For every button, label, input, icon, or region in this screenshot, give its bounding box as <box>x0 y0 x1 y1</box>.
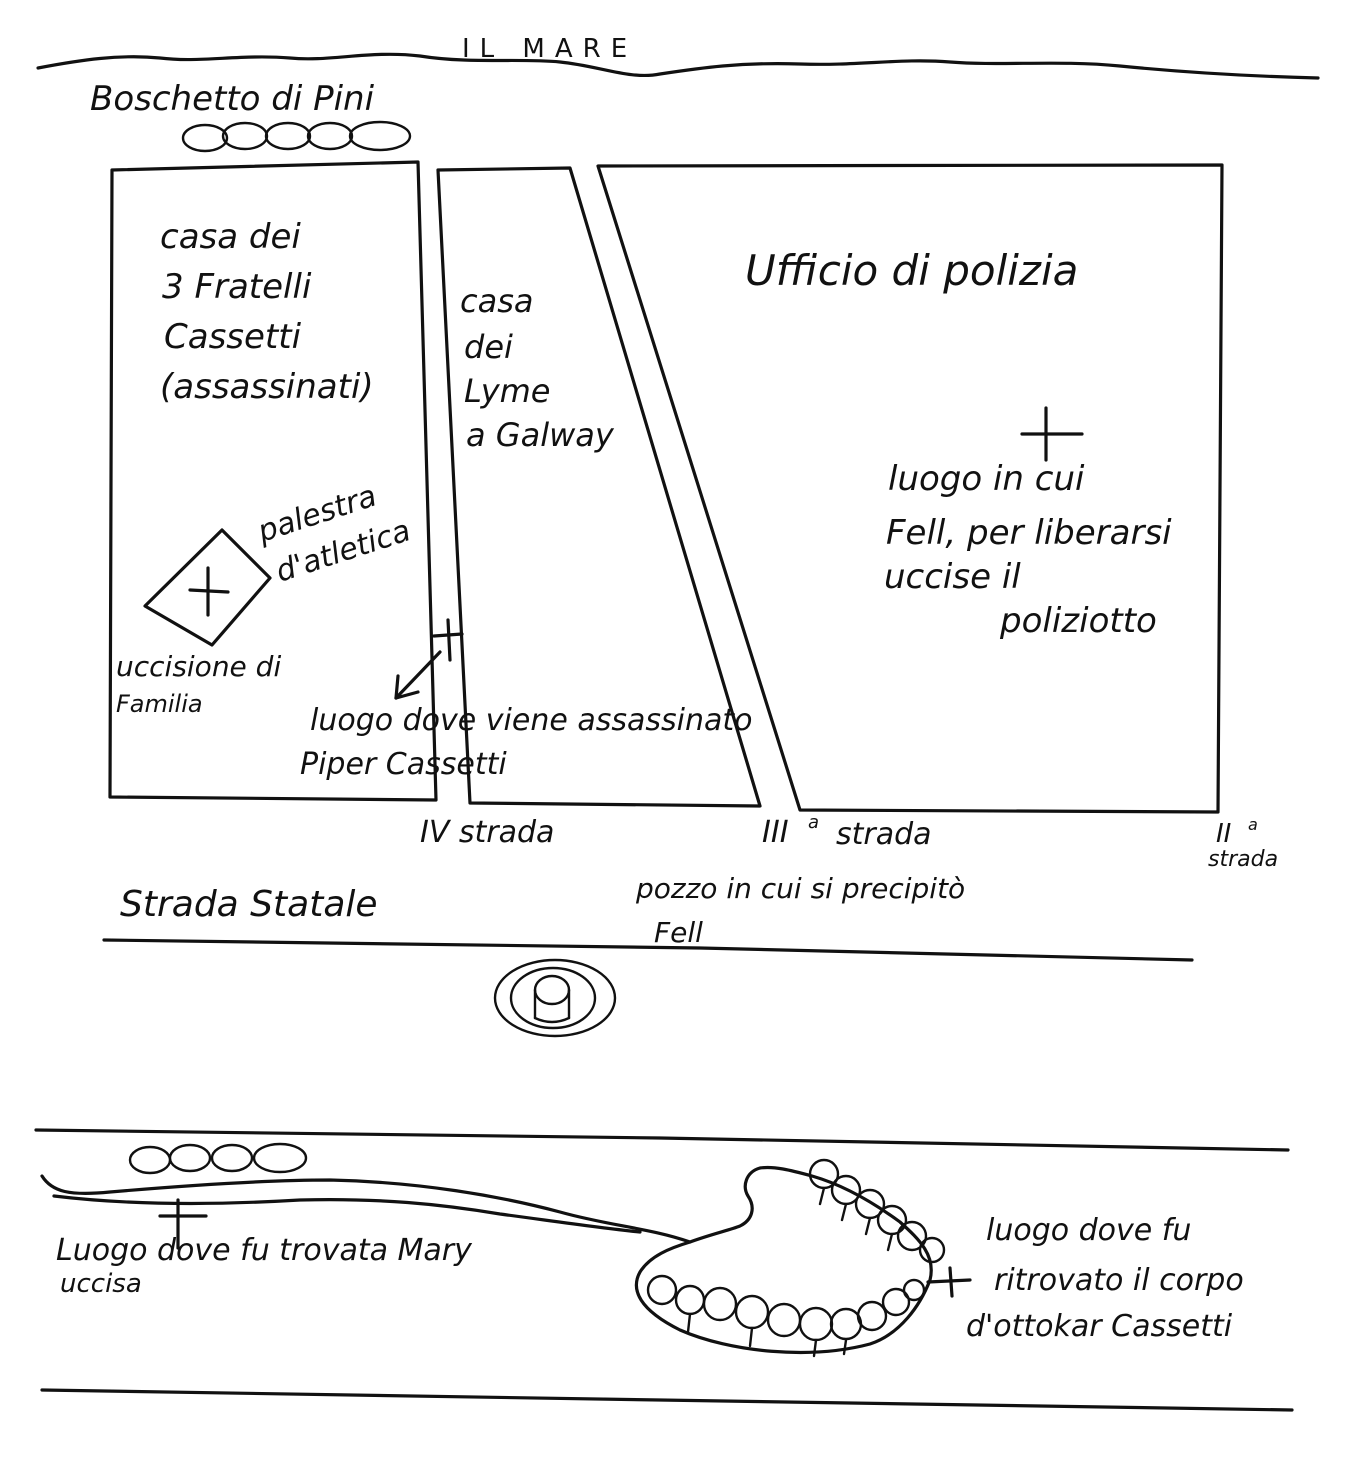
svg-text:casa dei: casa dei <box>160 217 301 257</box>
well-icon <box>493 958 617 1038</box>
piper-murder-arrow <box>394 650 442 700</box>
pond-trees <box>646 1158 946 1358</box>
svg-text:a Galway: a Galway <box>466 416 615 454</box>
street-4-label: IV strada <box>420 815 554 850</box>
police-murder-cross-marker <box>1020 406 1084 462</box>
svg-text:casa: casa <box>460 282 533 320</box>
mary-found-label: Luogo dove fu trovata Mary uccisa <box>56 1233 473 1299</box>
svg-text:luogo dove viene assassinato: luogo dove viene assassinato <box>310 703 752 738</box>
svg-text:Familia: Familia <box>116 690 203 718</box>
svg-text:III: III <box>762 815 789 850</box>
river-grove-trees <box>128 1142 308 1175</box>
cassetti-house-label: casa dei 3 Fratelli Cassetti (assassinat… <box>160 217 374 407</box>
state-road-edge <box>102 938 1194 962</box>
pine-grove-label: Boschetto di Pini <box>90 79 375 119</box>
well-label: pozzo in cui si precipitò Fell <box>635 872 965 949</box>
police-murder-label: luogo in cui Fell, per liberarsi uccise … <box>884 459 1172 641</box>
police-office-label: Ufficio di polizia <box>745 246 1078 295</box>
family-killing-label: uccisione di Familia <box>116 650 281 718</box>
svg-text:Cassetti: Cassetti <box>164 317 302 357</box>
police-office-block <box>596 163 1224 814</box>
lower-road-top-line <box>34 1128 1290 1152</box>
svg-text:Luogo dove fu trovata Mary: Luogo dove fu trovata Mary <box>56 1233 473 1268</box>
gym-cross-marker <box>188 566 230 617</box>
lower-road-bottom-line <box>40 1388 1294 1412</box>
svg-text:(assassinati): (assassinati) <box>160 367 374 407</box>
svg-text:luogo dove fu: luogo dove fu <box>986 1213 1191 1248</box>
pine-grove-trees <box>181 120 412 153</box>
state-road-label: Strada Statale <box>120 884 378 925</box>
lyme-house-label: casa dei Lyme a Galway <box>460 282 615 454</box>
piper-murder-label: luogo dove viene assassinato Piper Casse… <box>300 703 752 782</box>
svg-text:uccisa: uccisa <box>60 1269 142 1299</box>
svg-text:dei: dei <box>464 328 513 366</box>
svg-text:pozzo in cui si precipitò: pozzo in cui si precipitò <box>635 872 965 905</box>
ottokar-found-cross-marker <box>926 1266 972 1298</box>
svg-text:a: a <box>808 812 819 833</box>
svg-text:Fell: Fell <box>654 916 703 949</box>
svg-text:a: a <box>1248 815 1258 834</box>
cassetti-house-block <box>108 160 438 802</box>
street-2-label: II a strada <box>1208 815 1278 872</box>
svg-text:poliziotto: poliziotto <box>999 601 1157 641</box>
svg-text:Piper Cassetti: Piper Cassetti <box>300 747 507 782</box>
svg-text:d'ottokar Cassetti: d'ottokar Cassetti <box>966 1309 1233 1344</box>
sea-label: IL MARE <box>462 34 637 64</box>
svg-text:luogo in cui: luogo in cui <box>888 459 1085 499</box>
river-pond-edge <box>634 1165 933 1354</box>
ottokar-found-label: luogo dove fu ritrovato il corpo d'ottok… <box>966 1213 1244 1344</box>
lyme-house-block <box>436 166 762 808</box>
sea-coastline <box>36 52 1320 80</box>
svg-text:Lyme: Lyme <box>464 372 550 410</box>
gym-building <box>143 528 272 647</box>
mary-found-cross-marker <box>158 1198 208 1250</box>
piper-murder-cross-marker <box>432 618 464 662</box>
svg-text:strada: strada <box>836 817 932 852</box>
svg-text:uccisione di: uccisione di <box>116 650 281 683</box>
river-line-upper <box>40 1174 692 1244</box>
svg-text:uccise il: uccise il <box>884 557 1021 597</box>
gym-label: palestra d'atletica <box>253 479 415 590</box>
svg-text:Fell, per liberarsi: Fell, per liberarsi <box>886 513 1172 553</box>
svg-text:strada: strada <box>1208 847 1278 872</box>
svg-text:3 Fratelli: 3 Fratelli <box>162 267 312 307</box>
river-line-lower <box>52 1194 642 1234</box>
street-3-label: III a strada <box>762 812 932 852</box>
svg-text:ritrovato il corpo: ritrovato il corpo <box>994 1263 1244 1298</box>
svg-text:II: II <box>1216 819 1231 849</box>
